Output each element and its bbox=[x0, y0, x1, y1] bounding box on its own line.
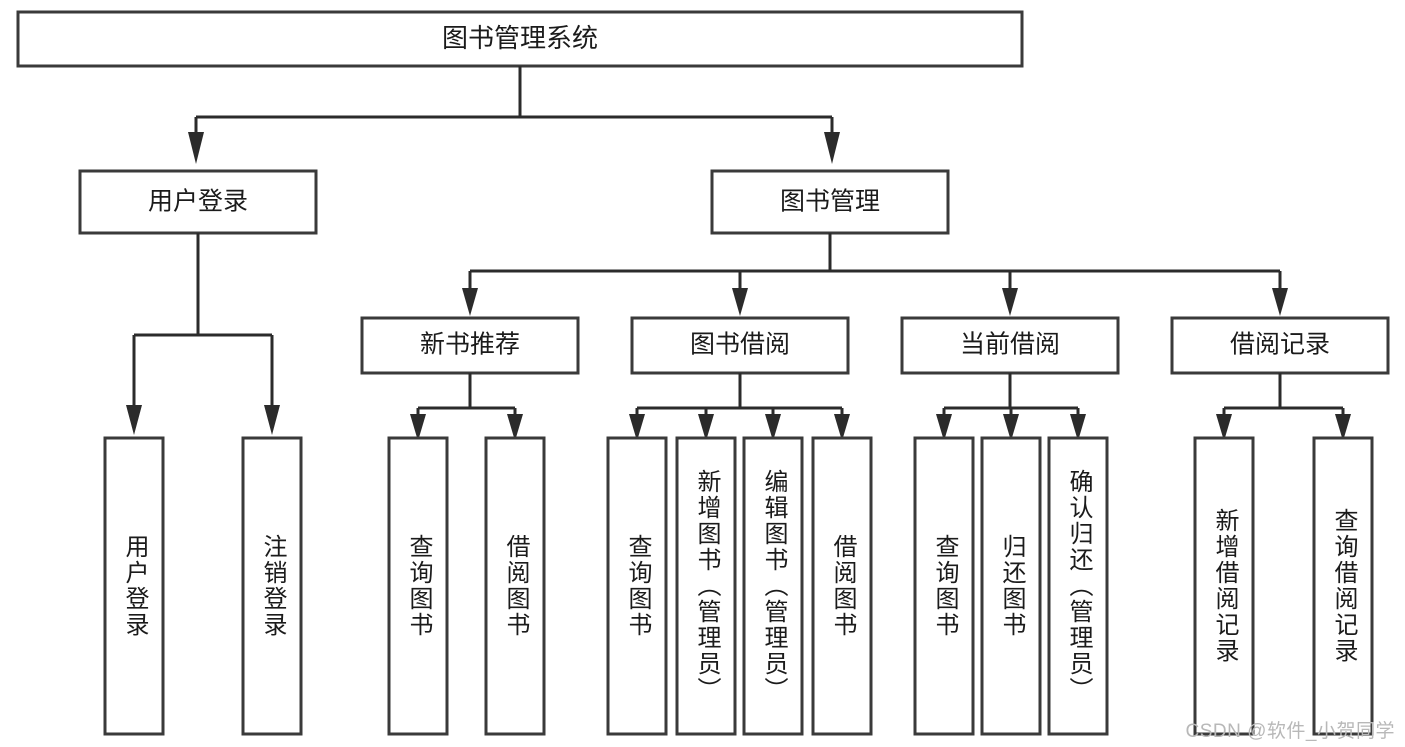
arrow-head-new-book-2 bbox=[507, 414, 523, 441]
arrow-head-level3-4 bbox=[1272, 288, 1288, 316]
node-borrow-record-label: 借阅记录 bbox=[1230, 331, 1330, 359]
watermark-text: CSDN @软件_小贺同学 bbox=[1185, 721, 1395, 742]
arrow-head-book-borrow-3 bbox=[765, 414, 781, 441]
node-new-book-recommend-box[interactable] bbox=[360, 316, 580, 375]
leaf-box-current-borrow-2[interactable] bbox=[1047, 436, 1109, 736]
connector-new-book-to-leaves bbox=[410, 373, 523, 441]
node-new-book-recommend-label: 新书推荐 bbox=[420, 331, 520, 359]
arrow-head-new-book-1 bbox=[410, 414, 426, 441]
leaf-box-current-borrow-1[interactable] bbox=[980, 436, 1042, 736]
node-book-borrow[interactable]: 图书借阅 bbox=[630, 316, 850, 375]
arrow-head-book-borrow-2 bbox=[698, 414, 714, 441]
connector-current-borrow-to-leaves bbox=[936, 373, 1086, 441]
arrow-head-user-login-1 bbox=[126, 405, 142, 435]
arrow-head-level3-3 bbox=[1002, 288, 1018, 316]
node-book-borrow-label: 图书借阅 bbox=[690, 331, 790, 359]
leaf-box-new-book-0[interactable] bbox=[387, 436, 449, 736]
node-book-management-box[interactable] bbox=[710, 169, 950, 235]
node-current-borrow[interactable]: 当前借阅 bbox=[900, 316, 1120, 375]
arrow-head-current-borrow-2 bbox=[1003, 414, 1019, 441]
node-borrow-record[interactable]: 借阅记录 bbox=[1170, 316, 1390, 375]
arrow-head-level3-2 bbox=[732, 288, 748, 316]
connector-user-login-to-leaves bbox=[126, 233, 280, 435]
node-user-login-label: 用户登录 bbox=[148, 188, 248, 216]
arrow-head-current-borrow-3 bbox=[1070, 414, 1086, 441]
node-root-label: 图书管理系统 bbox=[442, 23, 598, 53]
arrow-head-user-login-2 bbox=[264, 405, 280, 435]
arrow-head-borrow-record-1 bbox=[1216, 414, 1232, 441]
connector-book-management-to-level3 bbox=[462, 233, 1288, 316]
arrow-head-borrow-record-2 bbox=[1335, 414, 1351, 441]
arrow-head-book-borrow-1 bbox=[629, 414, 645, 441]
node-book-management-label: 图书管理 bbox=[780, 188, 880, 216]
arrow-head-level2-2 bbox=[824, 132, 840, 164]
connector-book-borrow-to-leaves bbox=[629, 373, 850, 441]
leaf-box-book-borrow-1[interactable] bbox=[675, 436, 737, 736]
node-user-login[interactable]: 用户登录 bbox=[78, 169, 318, 235]
leaf-box-book-borrow-0[interactable] bbox=[606, 436, 668, 736]
arrow-head-book-borrow-4 bbox=[834, 414, 850, 441]
node-new-book-recommend[interactable]: 新书推荐 bbox=[360, 316, 580, 375]
node-root-box[interactable] bbox=[16, 10, 1024, 68]
leaf-box-borrow-record-0[interactable] bbox=[1193, 436, 1255, 736]
arrow-head-current-borrow-1 bbox=[936, 414, 952, 441]
connector-borrow-record-to-leaves bbox=[1216, 373, 1351, 441]
node-root[interactable]: 图书管理系统 bbox=[16, 10, 1024, 68]
leaf-box-user-login-0[interactable] bbox=[103, 436, 165, 736]
leaf-box-book-borrow-2[interactable] bbox=[742, 436, 804, 736]
node-book-borrow-box[interactable] bbox=[630, 316, 850, 375]
leaf-box-book-borrow-3[interactable] bbox=[811, 436, 873, 736]
arrow-head-level2-1 bbox=[188, 132, 204, 164]
leaf-box-borrow-record-1[interactable] bbox=[1312, 436, 1374, 736]
connector-root-to-level2 bbox=[188, 66, 840, 164]
arrow-head-level3-1 bbox=[462, 288, 478, 316]
node-current-borrow-label: 当前借阅 bbox=[960, 331, 1060, 359]
node-borrow-record-box[interactable] bbox=[1170, 316, 1390, 375]
leaf-box-user-login-1[interactable] bbox=[241, 436, 303, 736]
leaf-box-current-borrow-0[interactable] bbox=[913, 436, 975, 736]
node-current-borrow-box[interactable] bbox=[900, 316, 1120, 375]
node-book-management[interactable]: 图书管理 bbox=[710, 169, 950, 235]
leaf-box-new-book-1[interactable] bbox=[484, 436, 546, 736]
